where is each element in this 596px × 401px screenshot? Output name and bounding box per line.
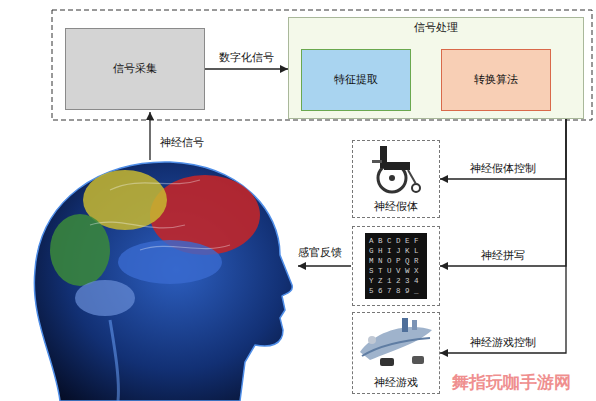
speller-box: A B C D E F G H I J K L M N O P Q R S T … [352, 226, 440, 306]
edge-label: 神经游戏控制 [468, 336, 538, 350]
wheelchair-icon [372, 146, 420, 192]
watermark: 舞指玩咖手游网 [450, 372, 573, 393]
head-illustration [34, 162, 292, 401]
connector-arrow [440, 80, 566, 353]
outer-dashed-frame [52, 10, 592, 120]
feedback-arrow [298, 265, 351, 266]
process-box: 转换算法 [441, 49, 551, 111]
feedback-label: 感官反馈 [296, 246, 344, 260]
box-label: 信号采集 [113, 62, 157, 76]
edge-label: 神经拼写 [479, 249, 527, 263]
processing-group: 信号处理特征提取 转换算法 [288, 17, 584, 119]
neural-signal-arrow [149, 112, 150, 160]
output-box: 神经假体 [352, 140, 440, 218]
edge-label: 数字化信号 [217, 51, 276, 65]
output-box: 神经游戏 [352, 312, 440, 394]
speller-grid: A B C D E F G H I J K L M N O P Q R S T … [365, 233, 427, 300]
group-heading: 信号处理 [414, 21, 458, 35]
box-label: 神经假体 [374, 200, 418, 214]
connector-arrow [205, 68, 288, 69]
signal-label: 神经信号 [158, 136, 206, 150]
box-label: 特征提取 [334, 73, 378, 87]
process-box: 特征提取 [301, 49, 411, 111]
box-label: 神经游戏 [374, 376, 418, 390]
game-icon [360, 318, 432, 366]
edge-label: 神经假体控制 [468, 162, 538, 176]
box-label: 转换算法 [474, 73, 518, 87]
acquisition-box: 信号采集 [65, 28, 205, 110]
